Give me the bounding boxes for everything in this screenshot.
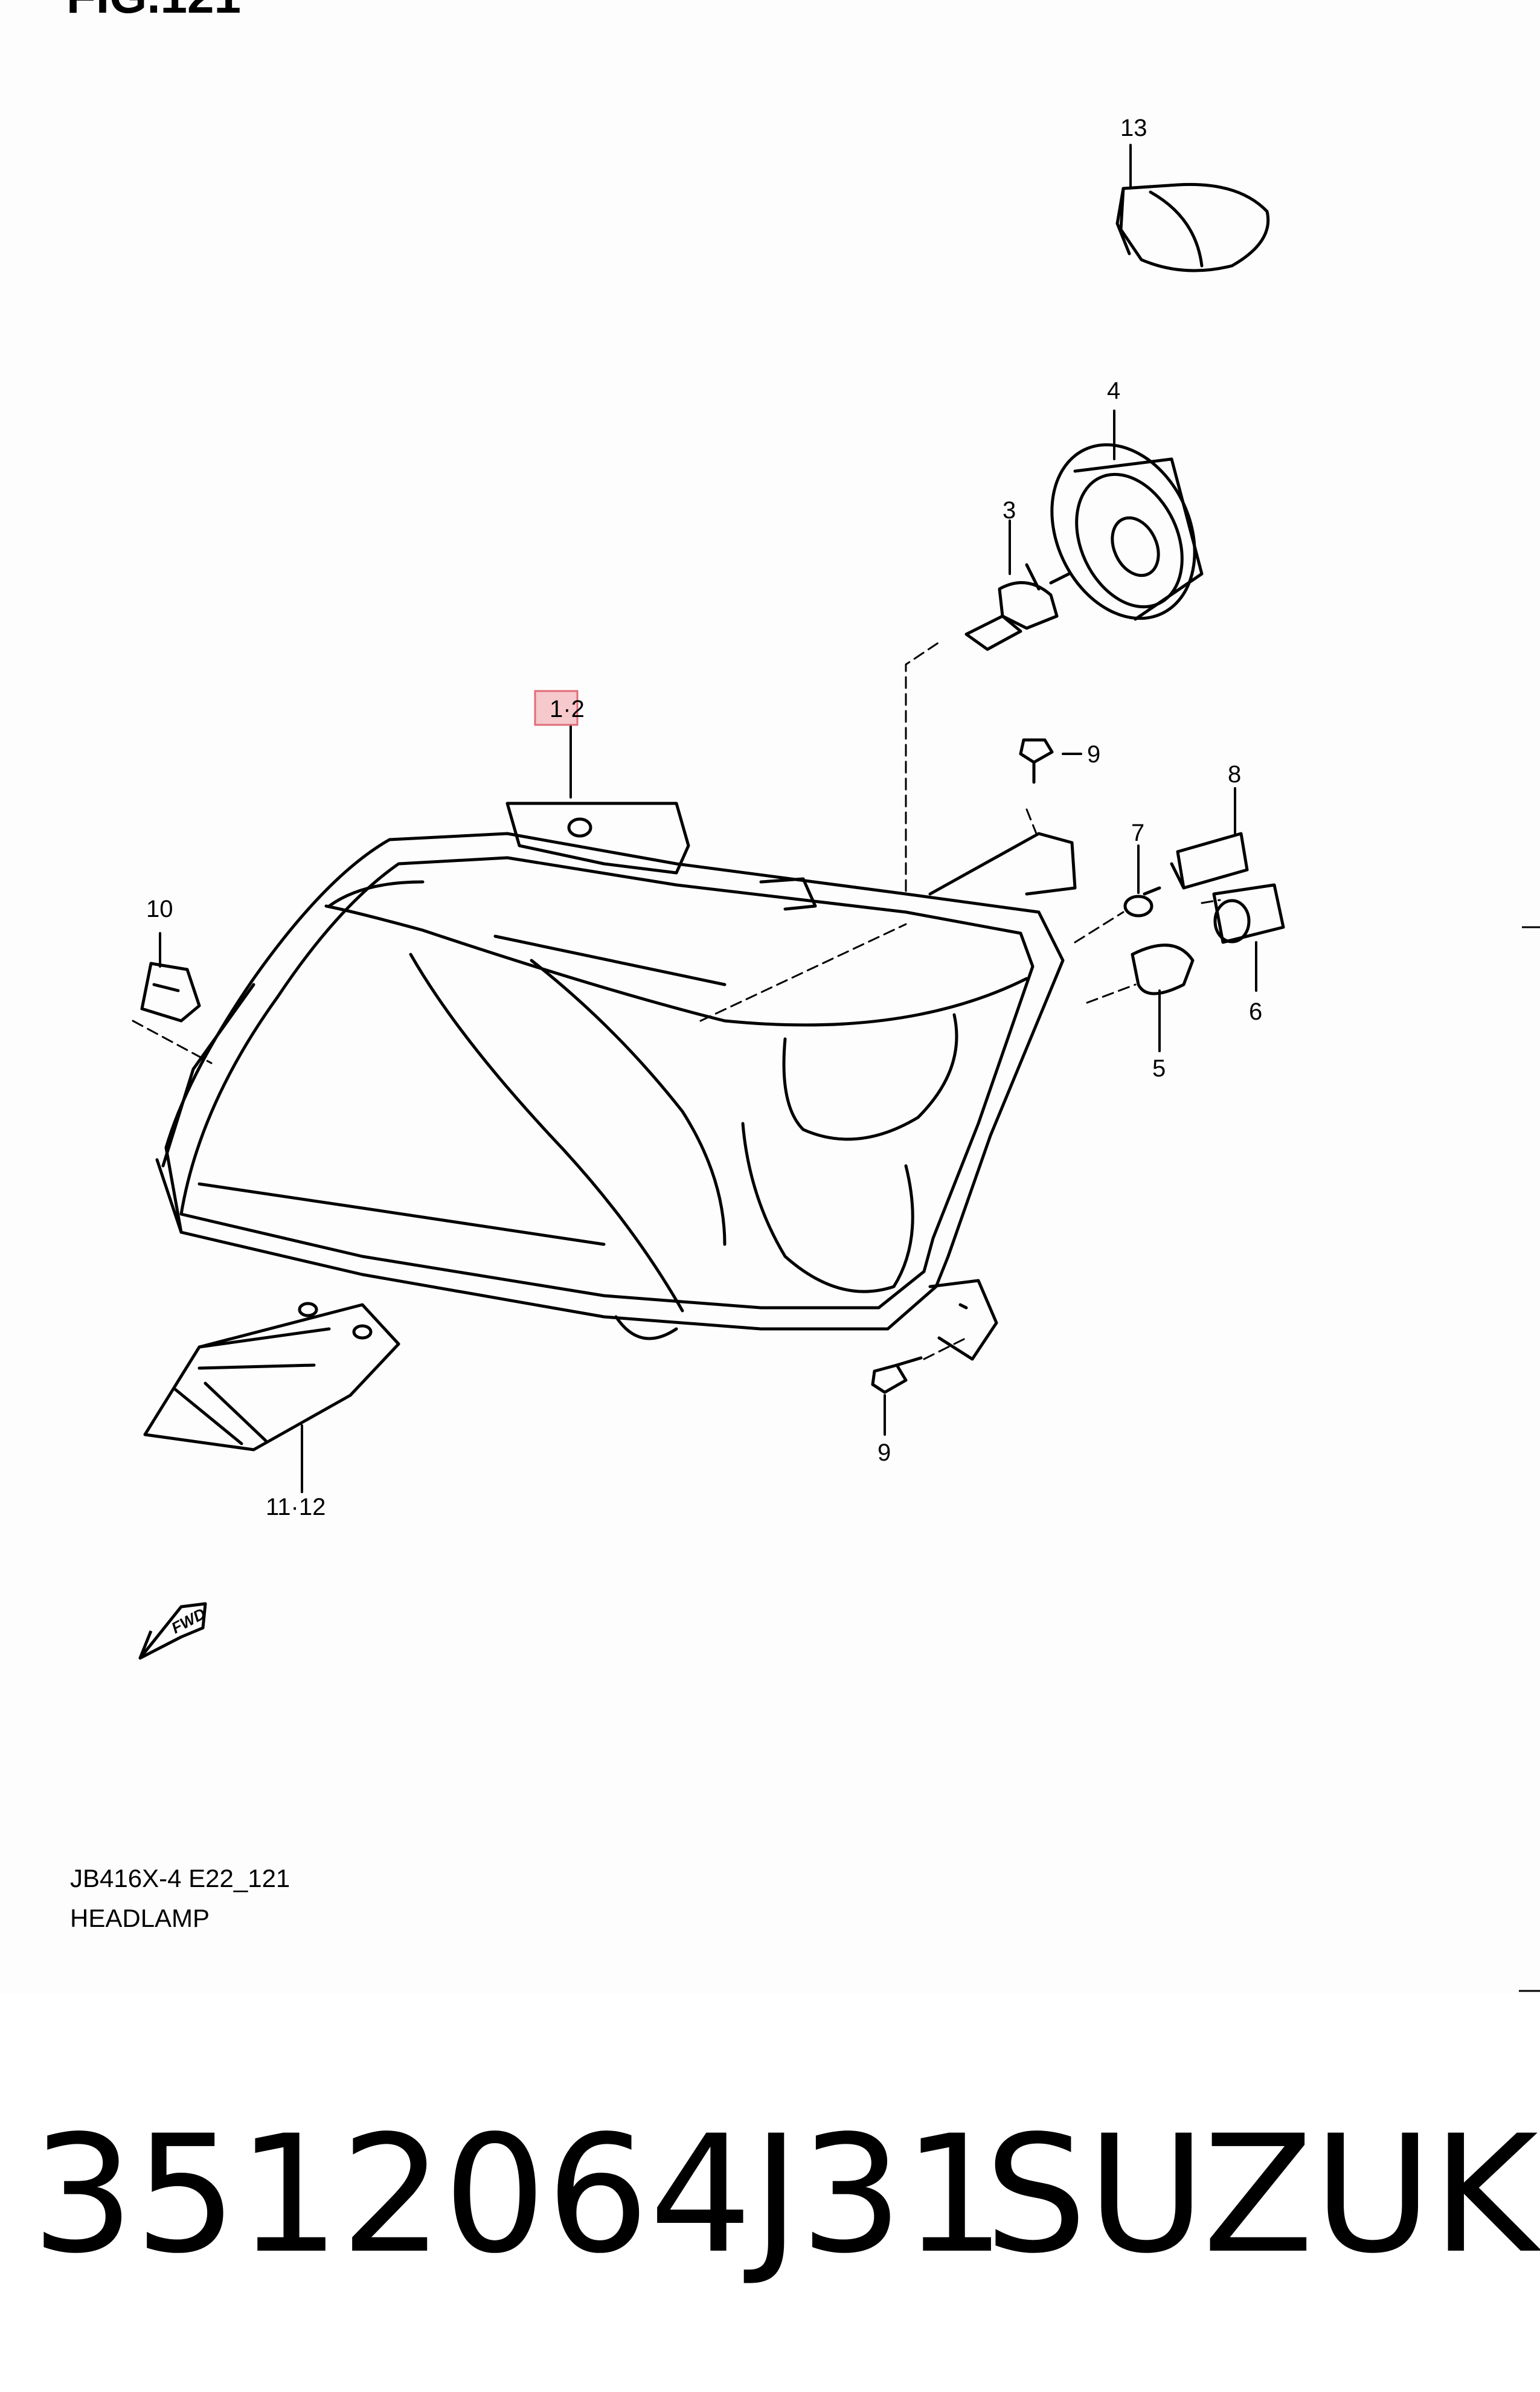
halogen-bulb-part	[964, 563, 1071, 651]
leader-lines	[159, 144, 1257, 1493]
clip-part	[140, 962, 201, 1023]
callout-9-bottom: 9	[877, 1439, 891, 1466]
callout-7: 7	[1131, 820, 1144, 846]
fwd-arrow-icon: FWD	[138, 1602, 208, 1660]
screw-bottom-part	[871, 1356, 923, 1394]
callout-1-2: 1·2	[550, 696, 585, 722]
diagram-panel: FIG.121	[66, 0, 1540, 1992]
callout-3: 3	[1003, 497, 1016, 524]
bracket-part	[143, 1302, 400, 1452]
socket-8-part	[1170, 832, 1249, 890]
callout-13: 13	[1120, 115, 1147, 141]
dashed-lines	[132, 639, 1221, 1360]
callout-6: 6	[1249, 998, 1262, 1025]
callout-9-top: 9	[1087, 741, 1100, 768]
side-marker-lamp-part	[1115, 182, 1270, 272]
highlight-box	[534, 690, 579, 726]
callout-8: 8	[1228, 761, 1241, 788]
screw-top-part	[1019, 738, 1054, 784]
callout-4: 4	[1107, 378, 1120, 404]
diagram-code-caption: JB416X-4 E22_121	[70, 1864, 290, 1892]
callout-10: 10	[146, 896, 173, 922]
headlamp-exploded-diagram: 13 4 3 1·2 9 8 7 6 5 10 9 11·12 FWD	[132, 115, 1540, 1992]
part-number: 3512064J31	[31, 2101, 1006, 2289]
callout-5: 5	[1152, 1055, 1166, 1082]
brand-name: SUZUKI	[984, 2101, 1540, 2289]
callout-11-12: 11·12	[266, 1494, 326, 1520]
socket-6-part	[1212, 883, 1285, 944]
bulb-cover-part	[1050, 443, 1204, 621]
amber-bulb-part	[1131, 944, 1195, 995]
small-bulb-part	[1123, 886, 1161, 918]
figure-title: FIG.121	[66, 0, 241, 24]
diagram-name-caption: HEADLAMP	[70, 1904, 210, 1932]
headlamp-housing-part	[155, 802, 1077, 1361]
